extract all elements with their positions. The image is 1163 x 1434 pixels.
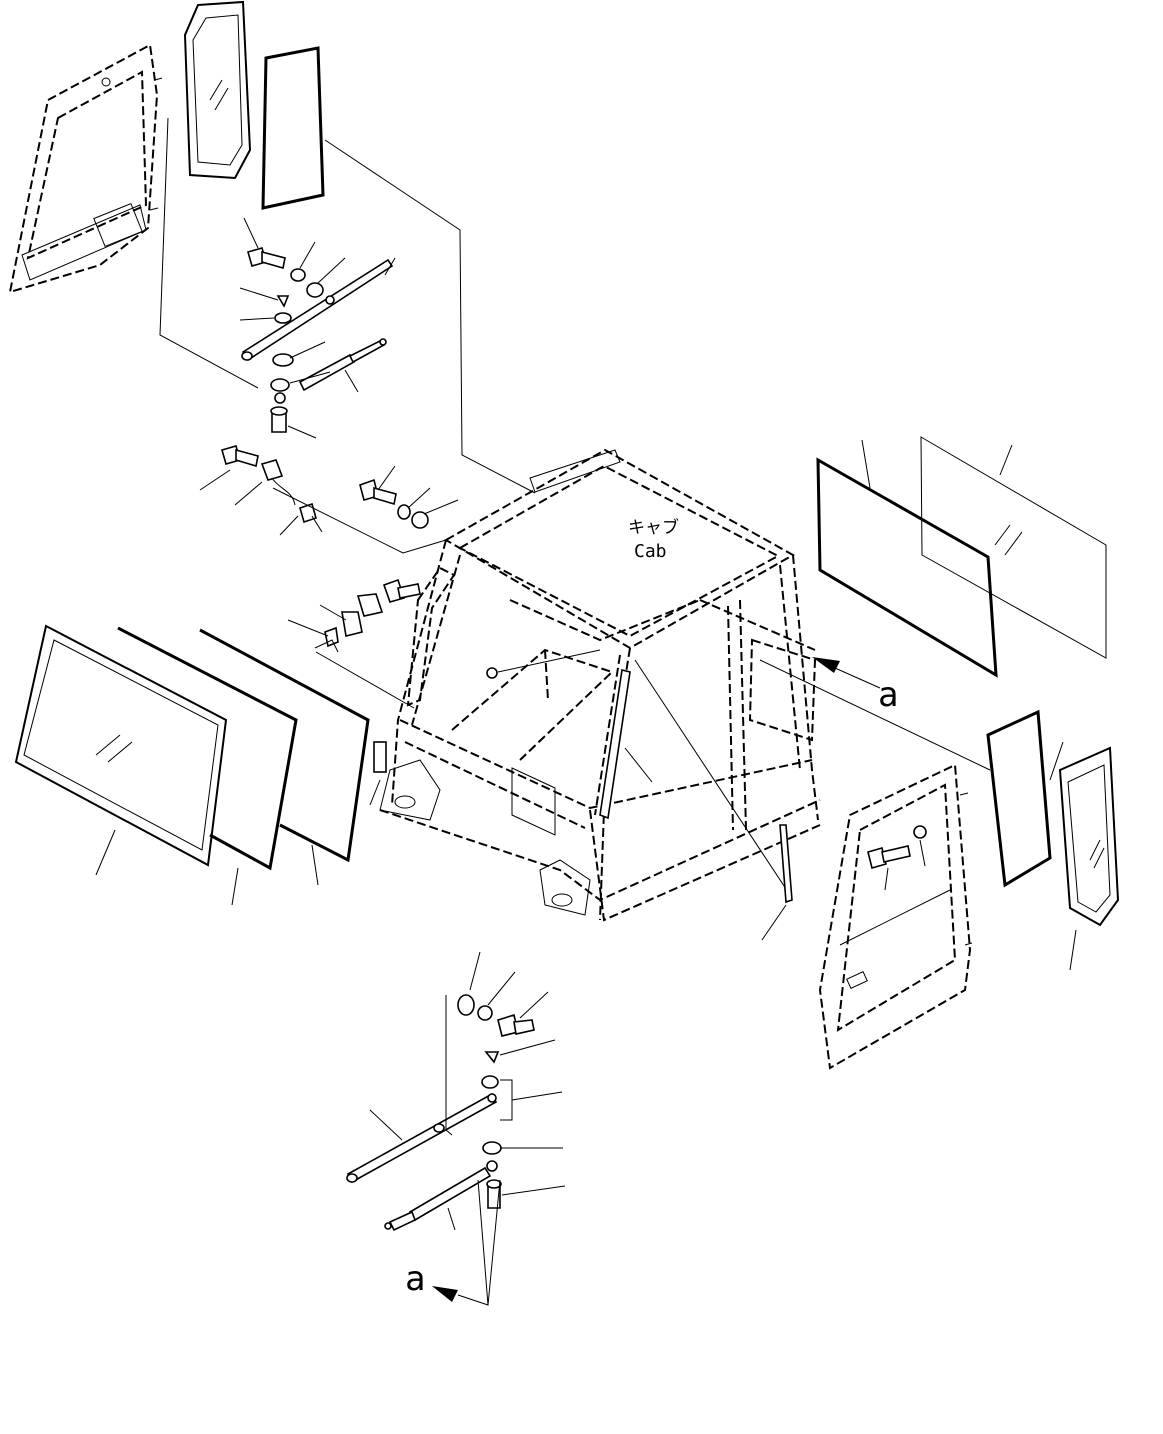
right-rear-window-seal [816,439,998,678]
view-mark-a-right: a [812,657,898,715]
right-door-seal [986,709,1064,888]
left-door-glass [183,0,252,180]
left-door-seal [261,46,325,210]
cab-label-jp: キャブ [628,517,679,538]
right-door-frame [818,763,973,1070]
upper-stay-group [239,217,396,439]
front-window-glass [14,624,228,876]
svg-text:a: a [878,675,898,715]
front-window-seal-1 [117,626,298,906]
cab-body [159,117,991,922]
svg-text:a: a [405,1259,425,1299]
washer-nozzle [761,824,793,941]
left-door-frame [8,43,163,294]
latch-fasteners [287,578,421,653]
lower-stay-group [346,951,566,1232]
view-mark-a-bottom: a [405,1179,501,1306]
right-door-glass [1058,746,1120,971]
front-window-seal-2 [199,628,370,886]
lock-fasteners [199,445,459,536]
right-rear-window-glass [920,436,1107,659]
cab-label-en: Cab [634,541,667,562]
